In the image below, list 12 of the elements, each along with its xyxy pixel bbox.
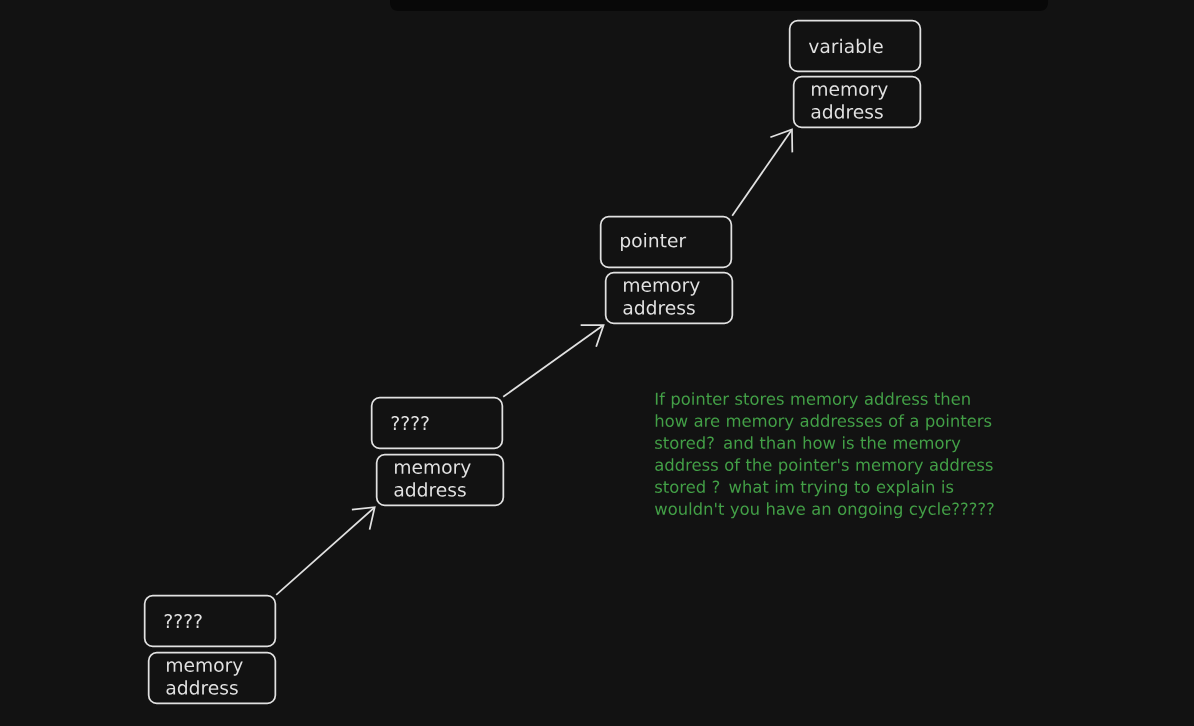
arrow: [502, 324, 605, 398]
memory-box: pointer: [599, 215, 733, 269]
note-text: If pointer stores memory address then how are memory addresses of a pointers stored? and than how is the memory address of the pointer's memory address stored ? what im trying to explain is wouldn't you have an ongoing cycle?????: [654, 392, 994, 519]
memory-box: ????: [370, 396, 504, 450]
arrow: [275, 506, 376, 596]
memory-box: memory address: [375, 453, 505, 507]
memory-box: variable: [788, 19, 922, 73]
memory-box: memory address: [792, 75, 922, 129]
memory-box: ????: [143, 594, 277, 648]
arrow: [731, 128, 794, 217]
memory-box: memory address: [147, 651, 277, 705]
memory-box: memory address: [604, 271, 734, 325]
